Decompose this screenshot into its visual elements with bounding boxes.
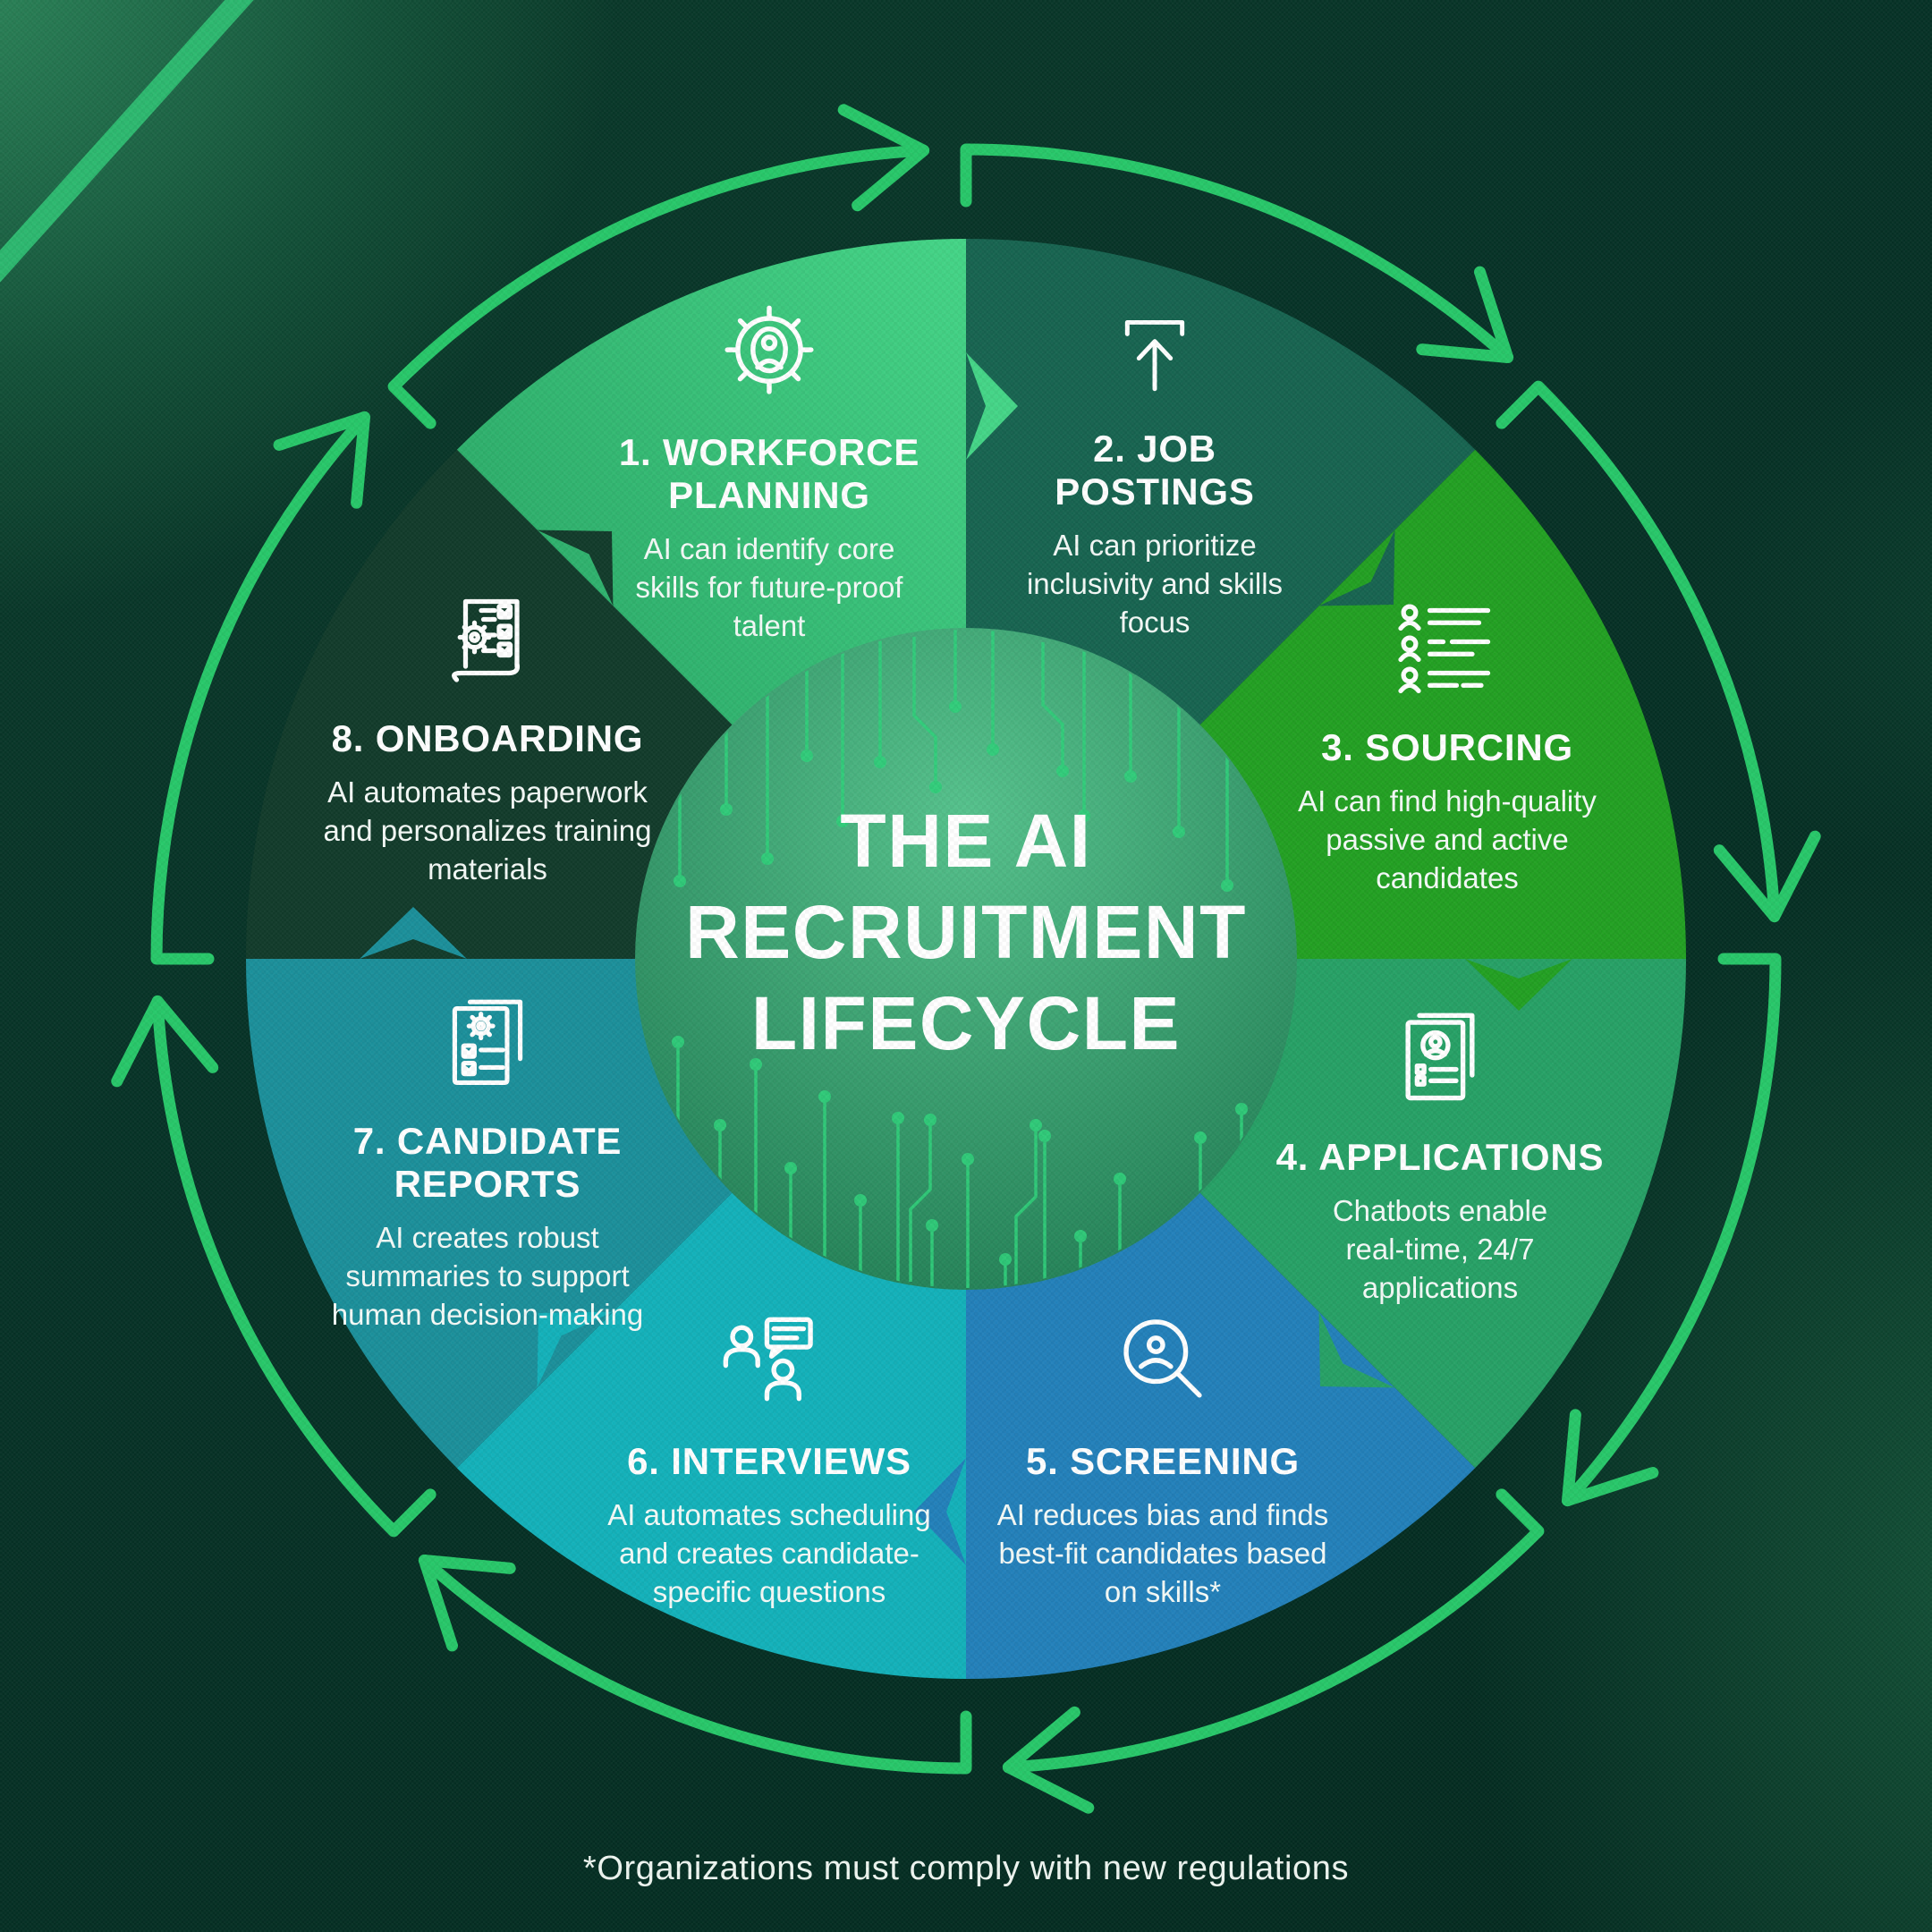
search-person-icon [1123, 1319, 1202, 1398]
heading-line: 6. INTERVIEWS [627, 1440, 911, 1482]
circuit-pattern [672, 630, 1248, 1288]
cycle-arrow-arc [1002, 1488, 1545, 1774]
center-circle [635, 628, 1297, 1290]
cycle-arrowhead [837, 104, 930, 212]
cycle-arrowhead [1416, 266, 1514, 363]
segment-body: AI automates scheduling and creates cand… [607, 1498, 931, 1608]
segment-interviews: 6. INTERVIEWS AI automates scheduling an… [528, 1306, 1011, 1611]
interview-chat-icon [723, 1317, 813, 1402]
flow-chevron-screening [914, 1458, 966, 1565]
flow-chevron-applications [1318, 1311, 1395, 1388]
segment-heading: 2. JOB POSTINGS [1055, 428, 1254, 513]
cycle-arrowhead [418, 1555, 516, 1652]
footnote: *Organizations must comply with new regu… [582, 1850, 1350, 1887]
segment-heading: 8. ONBOARDING [332, 717, 644, 760]
heading-line: 1. WORKFORCE [618, 431, 920, 473]
page-title: THE AI RECRUITMENT LIFECYCLE [685, 795, 1247, 1069]
heading-line: 7. CANDIDATE [352, 1120, 623, 1162]
cycle-arrow-arc [150, 411, 370, 965]
heading-line: 8. ONBOARDING [331, 717, 644, 759]
segment-body: AI can identify core skills for future-p… [635, 532, 903, 642]
segment-body: Chatbots enable real-time, 24/7 applicat… [1332, 1194, 1548, 1304]
segment-body: AI reduces bias and finds best-fit candi… [996, 1498, 1329, 1608]
cycle-arrow-arc [151, 995, 436, 1538]
flow-chevron-workforce-planning [966, 352, 1018, 460]
resume-stack-icon [1405, 1013, 1475, 1101]
heading-line: 5. SCREENING [1026, 1440, 1300, 1482]
heading-line: 4. APPLICATIONS [1275, 1136, 1605, 1178]
title-line: THE AI [840, 799, 1092, 883]
cycle-arrow-arc [960, 143, 1514, 363]
flow-chevron-candidate-reports [360, 907, 467, 959]
flow-chevron-sourcing [1465, 959, 1572, 1011]
segment-applications: 4. APPLICATIONS Chatbots enable real-tim… [1199, 1002, 1682, 1307]
cycle-arrow-arc [387, 144, 930, 429]
flow-chevron-onboarding [537, 530, 614, 606]
corner-streak [0, 0, 254, 283]
flow-chevron-interviews [537, 1311, 614, 1388]
segment-onboarding: 8. ONBOARDING AI automates paperwork and… [246, 586, 729, 888]
segment-workforce-planning: 1. WORKFORCE PLANNING AI can identify co… [528, 295, 1011, 645]
segment-heading: 5. SCREENING [1026, 1440, 1300, 1483]
segment-heading: 7. CANDIDATE REPORTS [353, 1120, 623, 1206]
title-line: LIFECYCLE [750, 981, 1182, 1065]
segment-job-postings: 2. JOB POSTINGS AI can prioritize inclus… [913, 302, 1396, 641]
segment-heading: 4. APPLICATIONS [1276, 1136, 1605, 1179]
cycle-arrowhead [1562, 1409, 1659, 1507]
cycle-arrowhead [1713, 830, 1821, 923]
heading-line: 3. SOURCING [1321, 726, 1573, 768]
segment-screening: 5. SCREENING AI reduces bias and finds b… [921, 1306, 1404, 1611]
report-gear-icon [452, 999, 523, 1086]
scroll-checklist-icon [451, 598, 520, 682]
segment-body: AI automates paperwork and personalizes … [323, 775, 652, 886]
segment-heading: 3. SOURCING [1321, 726, 1573, 769]
cycle-arrowhead [111, 995, 219, 1088]
gear-person-icon [724, 305, 814, 394]
upload-icon [1124, 319, 1185, 392]
candidate-list-icon [1397, 604, 1490, 694]
flow-chevron-job-postings [1318, 530, 1395, 606]
title-line: RECRUITMENT [685, 890, 1247, 974]
segment-body: AI can find high-quality passive and act… [1298, 784, 1597, 894]
segment-candidate-reports: 7. CANDIDATE REPORTS AI creates robust s… [246, 991, 729, 1334]
heading-line: REPORTS [394, 1163, 581, 1205]
heading-line: 2. JOB [1093, 428, 1216, 470]
cycle-arrow-arc [418, 1555, 972, 1775]
segment-body: AI can prioritize inclusivity and skills… [1026, 529, 1284, 639]
cycle-arrow-arc [1562, 953, 1782, 1507]
segment-heading: 1. WORKFORCE PLANNING [619, 431, 919, 517]
cycle-arrowhead [1002, 1706, 1095, 1814]
segment-body: AI creates robust summaries to support h… [331, 1221, 644, 1331]
cycle-arrow-arc [1496, 380, 1781, 923]
cycle-arrowhead [273, 411, 370, 509]
heading-line: PLANNING [668, 474, 870, 516]
heading-line: POSTINGS [1055, 470, 1255, 513]
segment-sourcing: 3. SOURCING AI can find high-quality pas… [1206, 595, 1689, 897]
segment-heading: 6. INTERVIEWS [627, 1440, 911, 1483]
